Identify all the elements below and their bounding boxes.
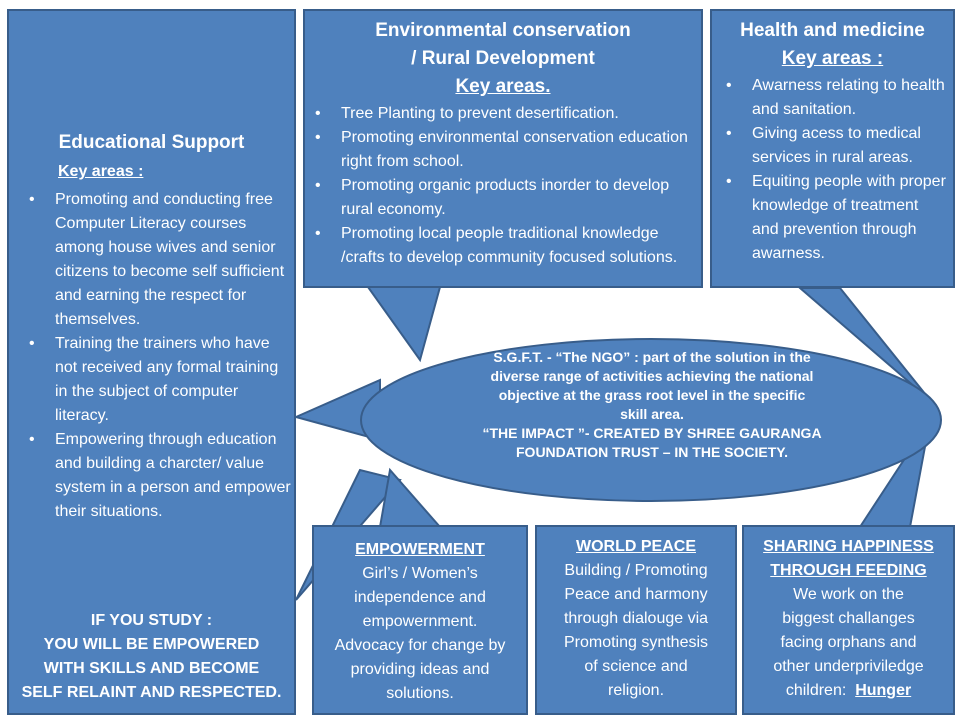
connector-health [797,287,931,401]
sharing-line: facing orphans and [780,634,917,651]
world-peace-line: Promoting synthesis [563,634,709,651]
sharing-line: We work on the [793,586,904,603]
empowerment-line: Girl’s / Women’s [362,565,478,582]
empowerment-line: providing ideas and [350,661,490,678]
center-ellipse-shape [360,338,942,502]
sharing-content: SHARING HAPPINESS THROUGH FEEDING We wor… [744,535,953,703]
empowerment-title: EMPOWERMENT [355,541,485,558]
environment-title: Environmental conservation / Rural Devel… [305,17,701,101]
world-peace-box: WORLD PEACE Building / Promoting Peace a… [535,525,737,715]
environment-title-line: / Rural Development [411,48,595,69]
environment-item: Tree Planting to prevent desertification… [305,102,697,126]
empowerment-line: solutions. [386,685,454,702]
empowerment-line: empowernment. [362,613,478,630]
sharing-last-line: children: Hunger [744,679,953,703]
empowerment-line: independence and [354,589,486,606]
world-peace-content: WORLD PEACE Building / Promoting Peace a… [537,535,735,703]
sharing-line: biggest challanges [782,610,915,627]
sharing-title-line: SHARING HAPPINESS [763,538,934,555]
world-peace-title: WORLD PEACE [576,538,696,555]
center-line: objective at the grass root level in the… [498,387,806,403]
center-line: diverse range of activities achieving th… [490,368,814,384]
center-line: FOUNDATION TRUST – IN THE SOCIETY. [516,444,788,460]
environment-list: Tree Planting to prevent desertification… [305,102,697,270]
environment-box: Environmental conservation / Rural Devel… [303,9,703,288]
center-line: “THE IMPACT ”- CREATED BY SHREE GAURANGA [482,425,822,441]
education-subtitle: Key areas : [58,163,144,180]
health-item: Awarness relating to health and sanitati… [716,74,948,122]
education-title: Educational Support [58,132,245,153]
environment-subtitle: Key areas. [455,76,551,97]
health-title-line: Health and medicine [740,20,925,41]
world-peace-line: of science and [584,658,688,675]
world-peace-line: Building / Promoting [564,562,708,579]
world-peace-line: religion. [607,682,665,699]
center-line: skill area. [620,406,684,422]
education-footer-line: IF YOU STUDY : [90,612,213,629]
sharing-last-emphasis: Hunger [855,682,912,699]
education-footer-line: WITH SKILLS AND BECOME [43,660,260,677]
education-box: Educational Support Key areas : Promotin… [7,9,296,715]
health-title: Health and medicine Key areas : [712,17,953,73]
education-item: Empowering through education and buildin… [19,428,291,524]
empowerment-content: EMPOWERMENT Girl’s / Women’s independenc… [314,538,526,706]
world-peace-line: Peace and harmony [564,586,708,603]
education-footer-line: SELF RELAINT AND RESPECTED. [21,684,282,701]
health-list: Awarness relating to health and sanitati… [716,74,948,266]
health-item: Giving acess to medical services in rura… [716,122,948,170]
education-item: Promoting and conducting free Computer L… [19,188,291,332]
environment-item: Promoting local people traditional knowl… [305,222,697,270]
empowerment-box: EMPOWERMENT Girl’s / Women’s independenc… [312,525,528,715]
center-line: S.G.F.T. - “The NGO” : part of the solut… [493,349,811,365]
health-item: Equiting people with proper knowledge of… [716,170,948,266]
sharing-last-prefix: children: [785,682,856,699]
education-list: Promoting and conducting free Computer L… [19,188,291,524]
sharing-title-line: THROUGH FEEDING [770,562,927,579]
education-footer-line: YOU WILL BE EMPOWERED [43,636,260,653]
sharing-line: other underpriviledge [773,658,924,675]
environment-item: Promoting environmental conservation edu… [305,126,697,174]
education-item: Training the trainers who have not recei… [19,332,291,428]
education-footer: IF YOU STUDY : YOU WILL BE EMPOWERED WIT… [9,609,294,705]
environment-item: Promoting organic products inorder to de… [305,174,697,222]
center-text: S.G.F.T. - “The NGO” : part of the solut… [420,348,884,462]
environment-title-line: Environmental conservation [375,20,631,41]
world-peace-line: through dialouge via [563,610,709,627]
sharing-box: SHARING HAPPINESS THROUGH FEEDING We wor… [742,525,955,715]
empowerment-line: Advocacy for change by [334,637,506,654]
health-box: Health and medicine Key areas : Awarness… [710,9,955,288]
health-subtitle: Key areas : [781,48,884,69]
